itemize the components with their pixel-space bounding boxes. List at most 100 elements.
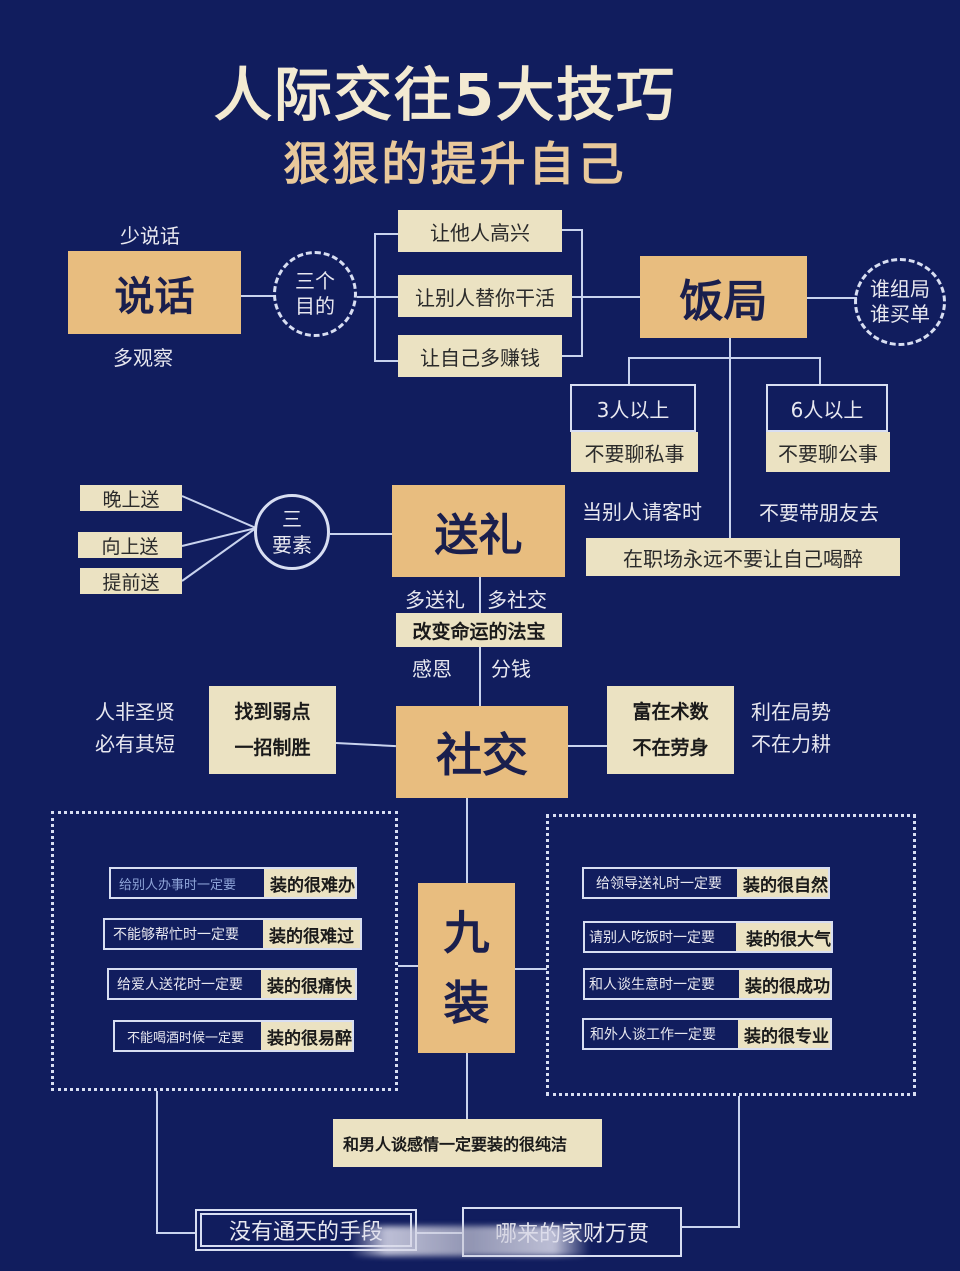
connector-line bbox=[568, 745, 608, 747]
right-pretend-frame bbox=[546, 814, 916, 1096]
never-drunk-box: 在职场永远不要让自己喝醉 bbox=[586, 538, 900, 576]
bracket-line bbox=[562, 229, 582, 231]
find-weakness-line1: 找到弱点 bbox=[234, 701, 311, 723]
wealth-line2: 不在劳身 bbox=[632, 737, 709, 759]
bracket-line bbox=[374, 296, 398, 298]
pretend-act: 装的很难办 bbox=[264, 869, 355, 897]
pretend-box: 九 装 bbox=[418, 883, 515, 1053]
connector-line bbox=[357, 296, 375, 298]
wealth-box: 富在术数 不在劳身 bbox=[607, 686, 734, 774]
pretend-item: 和外人谈工作一定要 装的很专业 bbox=[582, 1018, 832, 1050]
destiny-magic-box: 改变命运的法宝 bbox=[396, 613, 562, 647]
three-people-header: 3人以上 bbox=[570, 384, 696, 432]
subtitle: 狠狠的提升自己 bbox=[283, 137, 627, 191]
connector-line bbox=[807, 297, 857, 299]
connector-line bbox=[515, 968, 547, 970]
pure-pretend-box: 和男人谈感情一定要装的很纯洁 bbox=[333, 1119, 602, 1167]
three-purposes-circle: 三个目的 bbox=[273, 251, 357, 337]
pretend-act: 装的很易醉 bbox=[261, 1022, 352, 1050]
more-social-label: 多社交 bbox=[487, 588, 547, 612]
pretend-act: 装的很自然 bbox=[737, 869, 828, 897]
dinner-box: 饭局 bbox=[640, 256, 807, 338]
trunk-line bbox=[729, 338, 731, 538]
pretend-situation: 不能喝酒时候一定要 bbox=[115, 1022, 261, 1050]
pretend-act: 装的很成功 bbox=[739, 970, 830, 998]
who-pays-circle: 谁组局谁买单 bbox=[854, 258, 946, 346]
footer-line bbox=[156, 1232, 196, 1234]
left-note: 人非圣贤 必有其短 bbox=[95, 696, 175, 760]
circle-text-line2: 要素 bbox=[272, 533, 312, 557]
find-weakness-line2: 一招制胜 bbox=[234, 737, 311, 759]
pretend-situation: 给别人办事时一定要 bbox=[111, 869, 264, 897]
bracket-line bbox=[562, 355, 582, 357]
circle-text-line1: 谁组局 bbox=[870, 277, 930, 301]
connector-line bbox=[398, 965, 418, 967]
wealth-line1: 富在术数 bbox=[632, 701, 709, 723]
pretend-situation: 给爱人送花时一定要 bbox=[109, 970, 261, 998]
gratitude-label: 感恩 bbox=[412, 657, 452, 681]
footer-line bbox=[682, 1226, 740, 1228]
pretend-item: 给别人办事时一定要 装的很难办 bbox=[109, 867, 357, 899]
pretend-situation: 和人谈生意时一定要 bbox=[585, 970, 739, 998]
purpose-item: 让自己多赚钱 bbox=[398, 335, 562, 377]
connector-line bbox=[241, 295, 276, 297]
circle-text-line1: 三个 bbox=[295, 269, 335, 293]
speak-less-label: 少说话 bbox=[120, 224, 180, 248]
gift-element: 提前送 bbox=[80, 568, 182, 594]
more-gifts-label: 多送礼 bbox=[405, 588, 465, 612]
gift-element: 晚上送 bbox=[80, 485, 182, 511]
pretend-act: 装的很大气 bbox=[736, 923, 831, 951]
purpose-item: 让他人高兴 bbox=[398, 210, 562, 252]
three-elements-circle: 三 要素 bbox=[254, 494, 330, 570]
connector-line bbox=[330, 533, 392, 535]
gift-element: 向上送 bbox=[78, 532, 182, 558]
pretend-situation: 不能够帮忙时一定要 bbox=[105, 920, 263, 948]
left-pretend-frame bbox=[51, 811, 398, 1091]
trunk-line bbox=[466, 1053, 468, 1119]
pretend-item: 和人谈生意时一定要 装的很成功 bbox=[583, 968, 832, 1000]
pretend-situation: 给领导送礼时一定要 bbox=[584, 869, 737, 897]
pretend-box-line1: 九 bbox=[443, 906, 490, 960]
pretend-act: 装的很痛快 bbox=[261, 970, 355, 998]
pretend-box-line2: 装 bbox=[443, 976, 490, 1030]
circle-text-line1: 三 bbox=[282, 507, 302, 531]
six-people-header: 6人以上 bbox=[766, 384, 888, 432]
pretend-act: 装的很专业 bbox=[738, 1020, 830, 1048]
pretend-situation: 请别人吃饭时一定要 bbox=[585, 923, 736, 951]
no-private-talk: 不要聊私事 bbox=[571, 432, 698, 472]
find-weakness-box: 找到弱点 一招制胜 bbox=[209, 686, 336, 774]
bracket-line bbox=[572, 296, 582, 298]
bracket-line bbox=[581, 229, 583, 357]
footer-line bbox=[738, 1096, 740, 1226]
pretend-item: 给爱人送花时一定要 装的很痛快 bbox=[107, 968, 357, 1000]
right-note-line2: 不在力耕 bbox=[751, 732, 831, 756]
observe-more-label: 多观察 bbox=[113, 346, 173, 370]
trunk-line bbox=[466, 798, 468, 884]
bracket-line bbox=[374, 360, 398, 362]
circle-text-line2: 目的 bbox=[295, 294, 335, 318]
footer-line bbox=[156, 1091, 158, 1233]
gift-box: 送礼 bbox=[392, 485, 565, 577]
connector-line bbox=[335, 742, 396, 748]
no-friends-label: 不要带朋友去 bbox=[759, 501, 879, 525]
pretend-item: 请别人吃饭时一定要 装的很大气 bbox=[583, 921, 833, 953]
share-money-label: 分钱 bbox=[491, 657, 531, 681]
left-note-line1: 人非圣贤 bbox=[95, 700, 175, 724]
circle-text-line2: 谁买单 bbox=[870, 302, 930, 326]
right-note: 利在局势 不在力耕 bbox=[751, 696, 831, 760]
title: 人际交往5大技巧 bbox=[213, 61, 677, 129]
pretend-situation: 和外人谈工作一定要 bbox=[584, 1020, 738, 1048]
watermark-overlay bbox=[350, 1226, 590, 1256]
purpose-item: 让别人替你干活 bbox=[398, 275, 572, 317]
branch-line bbox=[628, 357, 630, 385]
left-note-line2: 必有其短 bbox=[95, 732, 175, 756]
right-note-line1: 利在局势 bbox=[751, 700, 831, 724]
branch-line bbox=[819, 357, 821, 385]
pretend-item: 不能喝酒时候一定要 装的很易醉 bbox=[113, 1020, 354, 1052]
fan-lines bbox=[181, 495, 257, 582]
social-box: 社交 bbox=[396, 706, 568, 798]
pretend-item: 给领导送礼时一定要 装的很自然 bbox=[582, 867, 830, 899]
connector-line bbox=[582, 296, 640, 298]
pretend-act: 装的很难过 bbox=[263, 920, 360, 948]
bracket-line bbox=[374, 233, 398, 235]
